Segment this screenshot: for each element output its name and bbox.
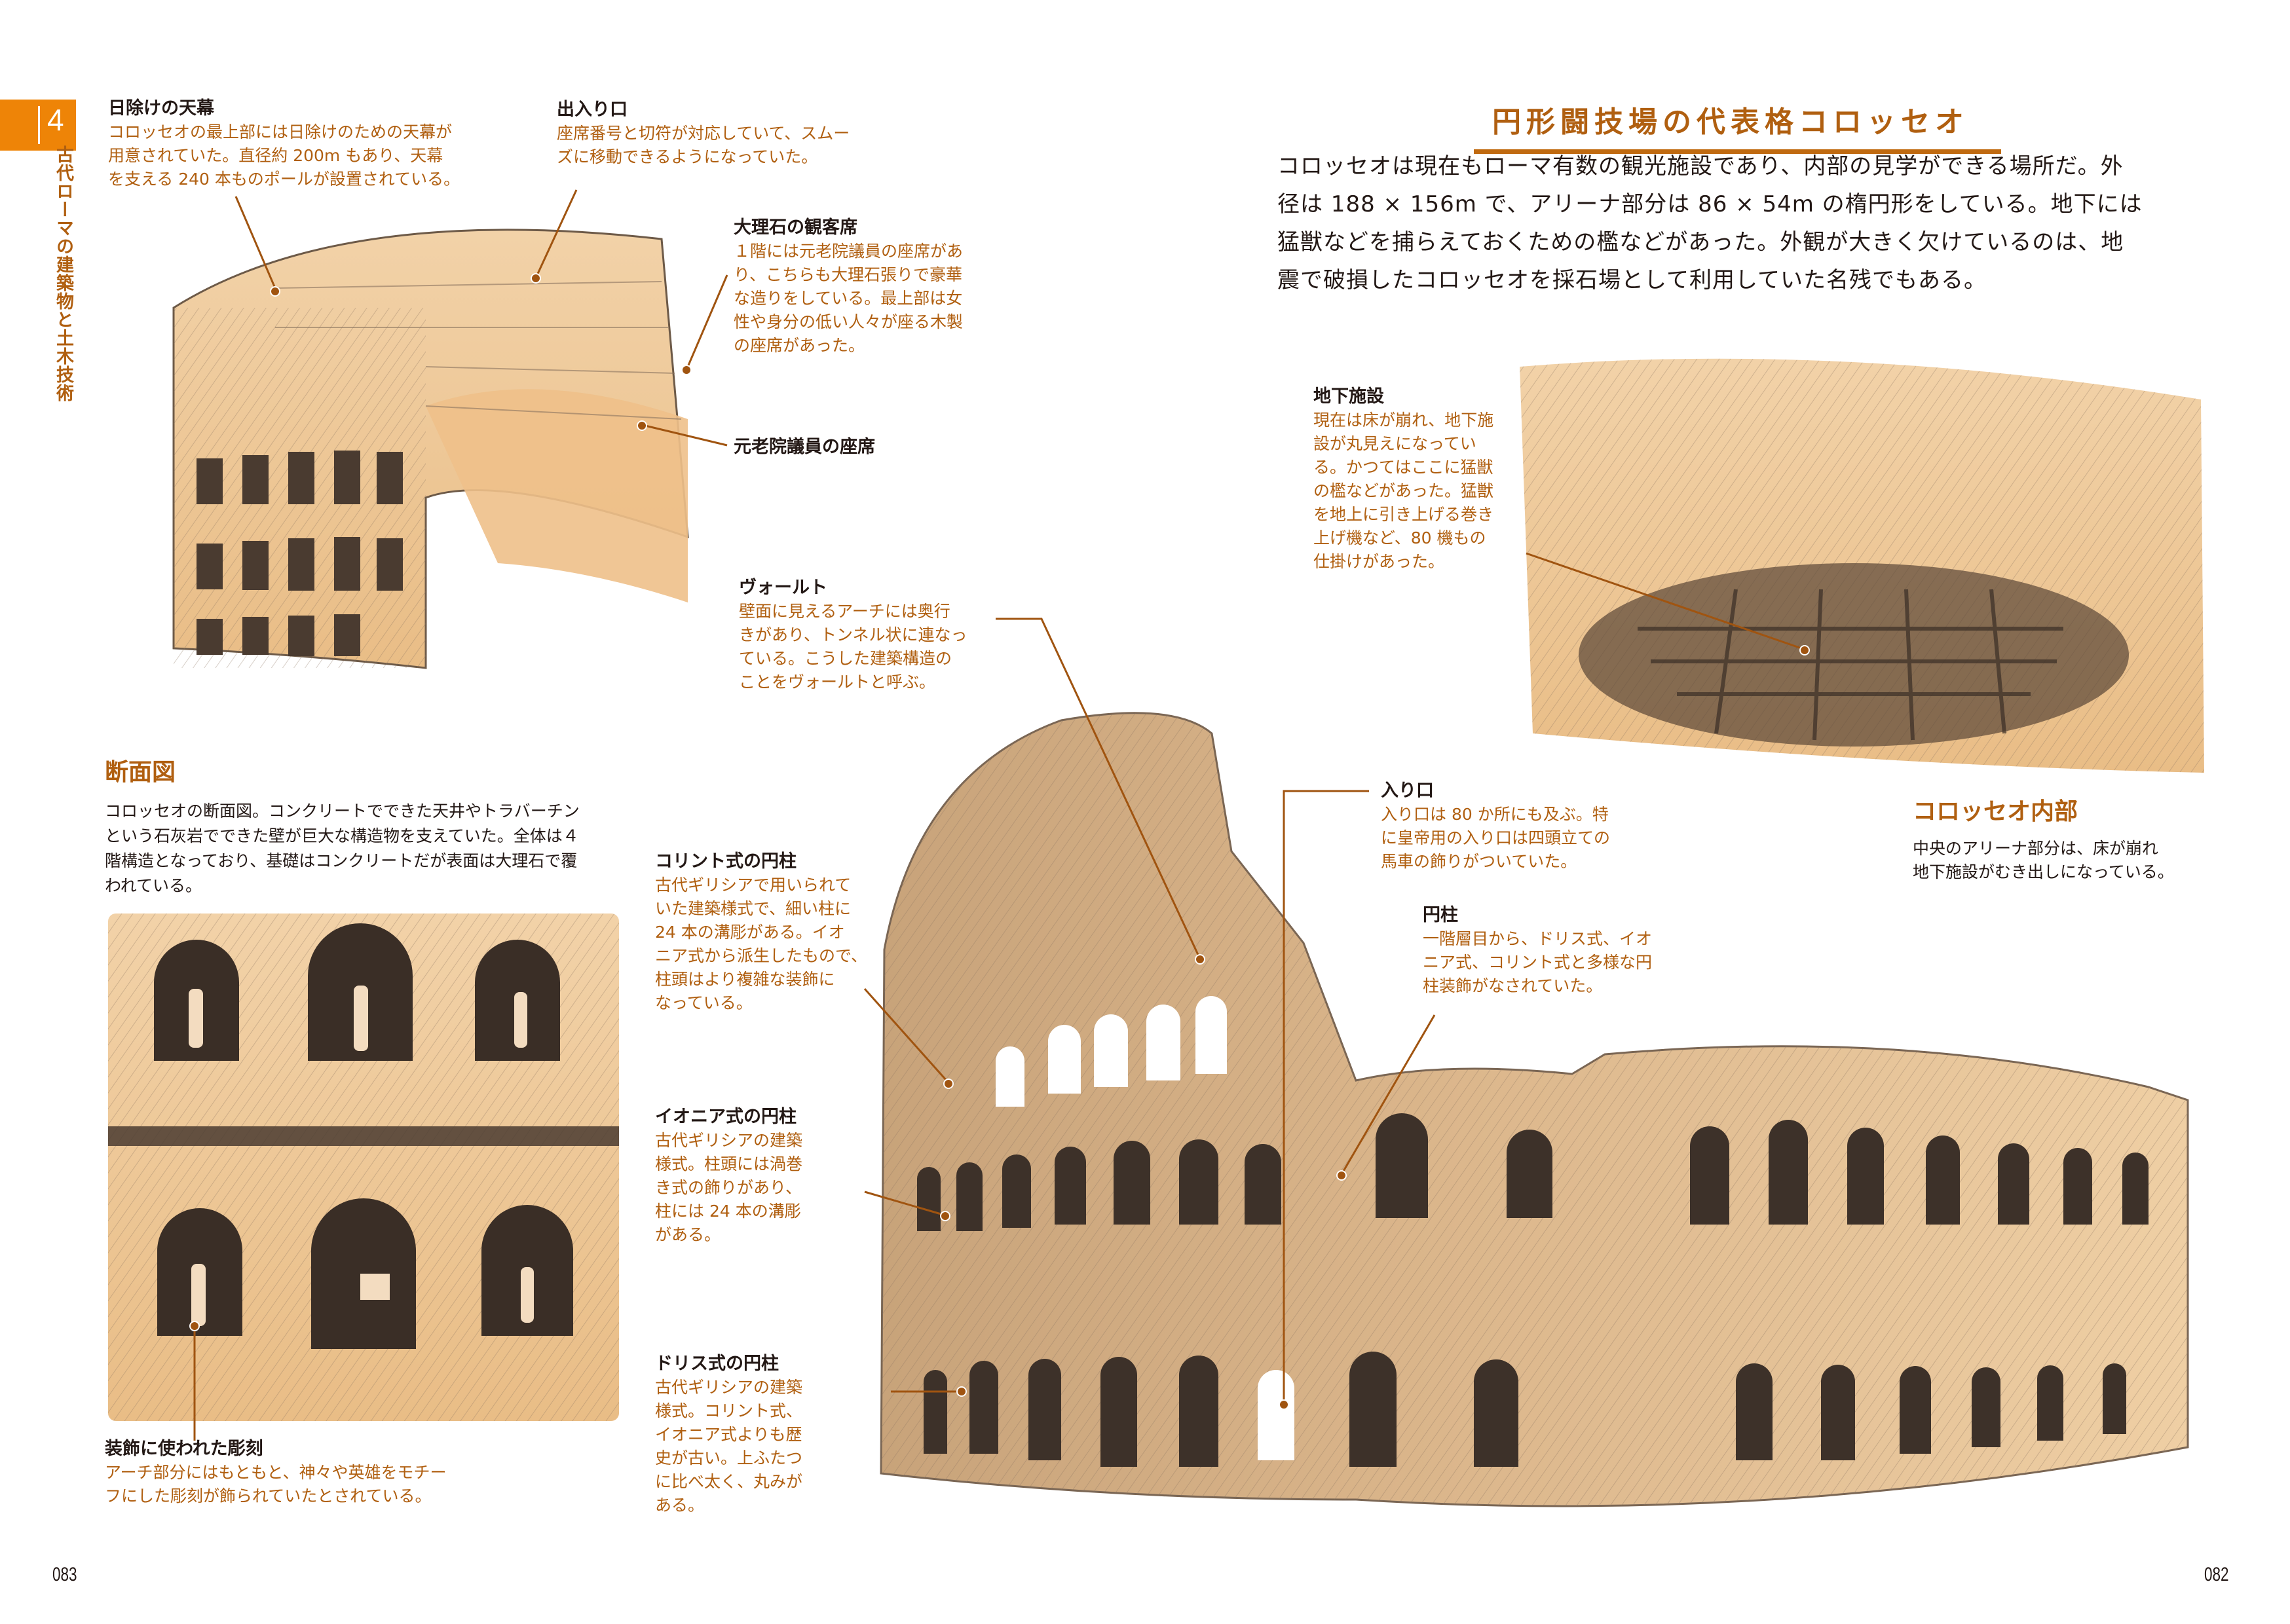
callout-text: アーチ部分にはもともと、神々や英雄をモチーフにした彫刻が飾られていたとされている… — [105, 1463, 447, 1505]
callout-label: コリント式の円柱 — [655, 851, 797, 872]
section-cross-section: 断面図 コロッセオの断面図。コンクリートでできた天井やトラバーチンという石灰岩で… — [105, 753, 603, 898]
callout-entrance: 入り口 入り口は 80 か所にも及ぶ。特に皇帝用の入り口は四頭立ての馬車の飾りが… — [1381, 779, 1643, 874]
callout-label: 元老院議員の座席 — [734, 437, 875, 457]
arches-with-statues-illustration — [108, 913, 619, 1421]
callout-label: 地下施設 — [1313, 386, 1384, 407]
callout-label: ドリス式の円柱 — [655, 1354, 779, 1374]
chapter-title-vertical: 古代ローマの建築物と土木技術 — [53, 145, 73, 402]
callout-label: 装飾に使われた彫刻 — [105, 1439, 263, 1459]
section-title: コロッセオ内部 — [1913, 798, 2078, 825]
callout-label: 入り口 — [1381, 781, 1434, 801]
section-interior: コロッセオ内部 中央のアリーナ部分は、床が崩れ地下施設がむき出しになっている。 — [1913, 792, 2214, 884]
colosseum-interior-illustration — [1520, 358, 2204, 773]
page-number-left: 083 — [52, 1564, 77, 1585]
callout-text: １階には元老院議員の座席があり、こちらも大理石張りで豪華な造りをしている。最上部… — [734, 242, 964, 355]
callout-text: 古代ギリシアの建築様式。柱頭には渦巻き式の飾りがあり、柱には 24 本の溝彫があ… — [655, 1131, 803, 1244]
callout-label: ヴォールト — [739, 578, 827, 598]
callout-text: 座席番号と切符が対応していて、スムーズに移動できるようになっていた。 — [557, 124, 850, 166]
callout-text: コロッセオの最上部には日除けのための天幕が用意されていた。直径約 200m もあ… — [108, 122, 460, 189]
title-underline — [1474, 149, 2001, 154]
colosseum-exterior-illustration — [880, 712, 2189, 1507]
callout-awning: 日除けの天幕 コロッセオの最上部には日除けのための天幕が用意されていた。直径約 … — [108, 97, 527, 191]
callout-marble-seats: 大理石の観客席 １階には元老院議員の座席があり、こちらも大理石張りで豪華な造りを… — [734, 216, 983, 358]
chapter-tab: 4 — [0, 100, 76, 151]
page-title-block: 円形闘技場の代表格コロッセオ — [1474, 98, 2004, 154]
callout-label: 出入り口 — [557, 100, 628, 120]
colosseum-cutaway-illustration — [172, 229, 689, 669]
callout-underground: 地下施設 現在は床が崩れ、地下施設が丸見えになっている。かつてはここに猛獣の檻な… — [1313, 385, 1523, 574]
callout-text: 一階層目から、ドリス式、イオニア式、コリント式と多様な円柱装飾がなされていた。 — [1423, 929, 1653, 995]
chapter-number: 4 — [47, 103, 64, 137]
callout-label: イオニア式の円柱 — [655, 1107, 797, 1127]
chapter-tab-divider — [38, 106, 40, 144]
callout-text: 古代ギリシアの建築様式。コリント式、イオニア式よりも歴史が古い。上ふたつに比べ太… — [655, 1378, 803, 1515]
callout-senator-seats: 元老院議員の座席 — [734, 435, 875, 459]
callout-ionic: イオニア式の円柱 古代ギリシアの建築様式。柱頭には渦巻き式の飾りがあり、柱には … — [655, 1105, 852, 1247]
callout-text: 現在は床が崩れ、地下施設が丸見えになっている。かつてはここに猛獣の檻などがあった… — [1313, 411, 1494, 571]
section-text: コロッセオの断面図。コンクリートでできた天井やトラバーチンという石灰岩でできた壁… — [105, 802, 580, 895]
callout-columns: 円柱 一階層目から、ドリス式、イオニア式、コリント式と多様な円柱装飾がなされてい… — [1423, 904, 1704, 998]
leader-lines — [189, 189, 1810, 1441]
callout-label: 日除けの天幕 — [108, 98, 214, 119]
callout-label: 大理石の観客席 — [734, 217, 857, 238]
callout-text: 入り口は 80 か所にも及ぶ。特に皇帝用の入り口は四頭立ての馬車の飾りがついてい… — [1381, 805, 1611, 871]
callout-vault: ヴォールト 壁面に見えるアーチには奥行きがあり、トンネル状に連なっている。こうし… — [739, 576, 1001, 694]
section-text: 中央のアリーナ部分は、床が崩れ地下施設がむき出しになっている。 — [1913, 839, 2174, 881]
callout-doric: ドリス式の円柱 古代ギリシアの建築様式。コリント式、イオニア式よりも歴史が古い。… — [655, 1352, 852, 1517]
section-title: 断面図 — [105, 759, 176, 786]
page-number-right: 082 — [2204, 1564, 2229, 1585]
lead-paragraph: コロッセオは現在もローマ有数の観光施設であり、内部の見学ができる場所だ。外径は … — [1277, 153, 2143, 293]
page-title: 円形闘技場の代表格コロッセオ — [1492, 105, 1969, 139]
callout-sculpture: 装飾に使われた彫刻 アーチ部分にはもともと、神々や英雄をモチーフにした彫刻が飾ら… — [105, 1437, 524, 1508]
callout-label: 円柱 — [1423, 905, 1458, 925]
callout-text: 壁面に見えるアーチには奥行きがあり、トンネル状に連なっている。こうした建築構造の… — [739, 602, 967, 692]
callout-entrance-exit: 出入り口 座席番号と切符が対応していて、スムーズに移動できるようになっていた。 — [557, 98, 924, 169]
